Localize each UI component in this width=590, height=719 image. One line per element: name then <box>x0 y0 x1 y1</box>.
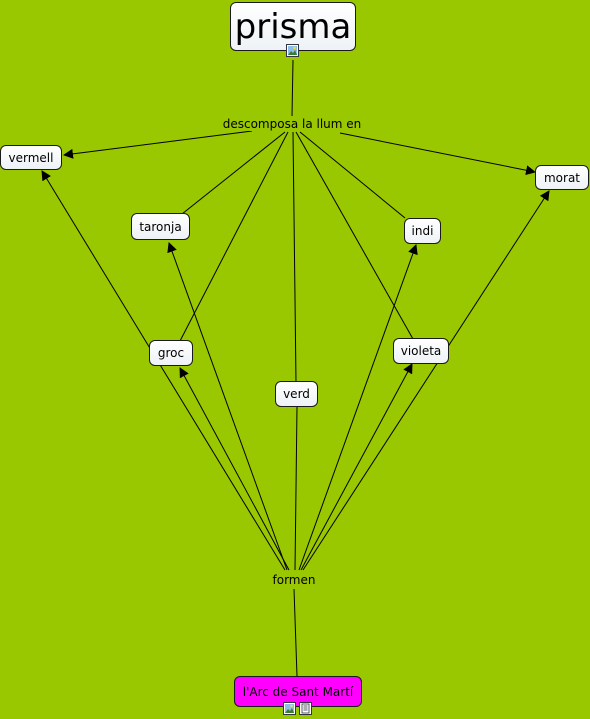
concept-morat[interactable]: morat <box>535 165 589 190</box>
concept-vermell[interactable]: vermell <box>0 145 62 170</box>
connector-formen-arc <box>293 588 298 677</box>
arrow-formen-taronja <box>167 242 288 571</box>
arrow-formen-vermell <box>41 170 286 571</box>
connector-formen-verd <box>294 406 298 571</box>
arrow-formen-violeta <box>300 363 413 571</box>
document-resource-icon[interactable] <box>299 702 312 715</box>
connector-to-taronja <box>181 131 286 215</box>
connector-to-indi <box>299 131 406 219</box>
image-resource-icon[interactable] <box>283 702 296 715</box>
connector-to-violeta <box>295 131 414 340</box>
arrow-formen-groc <box>179 367 290 571</box>
link-formen[interactable]: formen <box>270 573 318 587</box>
concept-taronja[interactable]: taronja <box>131 213 190 240</box>
connector-to-verd <box>292 131 297 383</box>
arrow-formen-indi <box>298 244 418 571</box>
concept-arc-de-sant-marti[interactable]: l'Arc de Sant Martí <box>234 676 362 707</box>
concept-indi[interactable]: indi <box>404 218 441 244</box>
arrow-to-morat <box>339 132 536 176</box>
arrow-formen-morat <box>302 190 550 571</box>
connector-to-groc <box>179 131 289 342</box>
connector-prisma-descompon <box>291 59 294 117</box>
link-descomposa-la-llum-en[interactable]: descomposa la llum en <box>220 117 364 131</box>
image-resource-icon[interactable] <box>286 44 299 57</box>
arrow-to-vermell <box>63 130 253 159</box>
concept-violeta[interactable]: violeta <box>393 338 449 364</box>
concept-prisma[interactable]: prisma <box>230 2 356 51</box>
concept-groc[interactable]: groc <box>149 340 193 366</box>
concept-verd[interactable]: verd <box>275 381 318 407</box>
